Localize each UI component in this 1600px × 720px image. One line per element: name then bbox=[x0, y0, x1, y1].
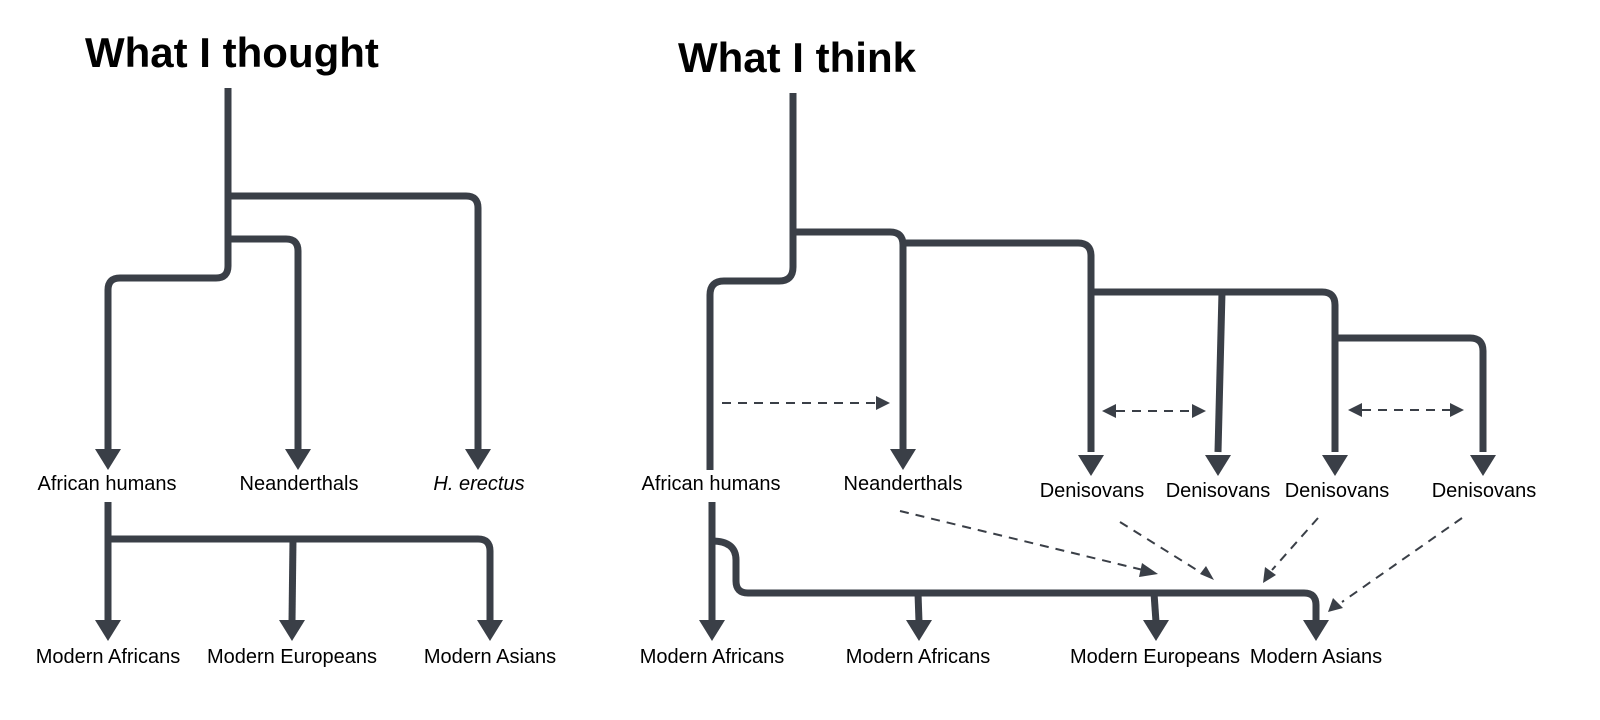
left-lower-branch-asians bbox=[108, 535, 494, 622]
introgression-arrowhead-denisovans-1 bbox=[1200, 566, 1214, 580]
introgression-denisovans-3 bbox=[1271, 517, 1319, 571]
right-arrowhead-denisovans-3 bbox=[1322, 455, 1348, 476]
gene-flow-arrowhead-african-to-neanderthal bbox=[876, 396, 890, 410]
right-branch-denisovans-2-4 bbox=[1091, 288, 1339, 452]
left-label-neanderthals: Neanderthals bbox=[240, 473, 359, 495]
gene-flow-arrowhead-denisovans-2-right bbox=[1192, 404, 1206, 418]
right-arrowhead-denisovans-2 bbox=[1205, 455, 1231, 476]
right-label-modern-asians: Modern Asians bbox=[1250, 646, 1382, 668]
right-lower-branch-modern-europeans bbox=[1150, 592, 1160, 623]
introgression-arrowhead-denisovans-4 bbox=[1328, 598, 1343, 612]
left-arrowhead-african-humans bbox=[95, 449, 121, 470]
introgression-denisovans-4 bbox=[1341, 517, 1463, 603]
right-arrowhead-denisovans-1 bbox=[1078, 455, 1104, 476]
left-branch-h-erectus bbox=[228, 192, 482, 452]
right-label-denisovans-3: Denisovans bbox=[1285, 480, 1390, 502]
left-label-african-humans: African humans bbox=[38, 473, 177, 495]
right-label-modern-africans-1: Modern Africans bbox=[640, 646, 785, 668]
right-label-denisovans-1: Denisovans bbox=[1040, 480, 1145, 502]
right-label-african-humans: African humans bbox=[642, 473, 781, 495]
right-label-neanderthals: Neanderthals bbox=[844, 473, 963, 495]
right-arrowhead-denisovans-4 bbox=[1470, 455, 1496, 476]
left-branch-african-humans bbox=[104, 239, 232, 452]
introgression-neanderthals bbox=[899, 510, 1144, 571]
left-arrowhead-modern-europeans bbox=[279, 620, 305, 641]
left-arrowhead-h-erectus bbox=[465, 449, 491, 470]
left-panel: What I thought African humans Neandertha… bbox=[36, 29, 556, 668]
left-lower-branch-europeans bbox=[288, 538, 297, 623]
right-branch-denisovan-root bbox=[903, 239, 1095, 452]
right-arrowhead-modern-africans-1 bbox=[699, 620, 725, 641]
gene-flow-arrowhead-denisovans-3-left bbox=[1348, 403, 1362, 417]
right-branch-denisovans-4 bbox=[1335, 334, 1487, 452]
right-arrowhead-modern-europeans bbox=[1143, 620, 1169, 641]
introgression-arrowhead-neanderthals bbox=[1139, 563, 1158, 577]
left-branch-neanderthals bbox=[224, 196, 302, 452]
left-label-modern-asians: Modern Asians bbox=[424, 646, 556, 668]
right-arrowhead-modern-asians bbox=[1303, 620, 1329, 641]
right-label-denisovans-4: Denisovans bbox=[1432, 480, 1537, 502]
right-branch-neanderthals bbox=[793, 228, 907, 452]
right-lower-branch-modern-africans-2 bbox=[914, 592, 923, 623]
right-label-denisovans-2: Denisovans bbox=[1166, 480, 1271, 502]
right-branch-denisovans-2 bbox=[1214, 291, 1226, 453]
right-arrowhead-neanderthals bbox=[890, 449, 916, 470]
left-arrowhead-neanderthals bbox=[285, 449, 311, 470]
right-label-modern-europeans: Modern Europeans bbox=[1070, 646, 1240, 668]
left-arrowhead-modern-africans bbox=[95, 620, 121, 641]
right-arrowhead-modern-africans-2 bbox=[906, 620, 932, 641]
left-label-modern-europeans: Modern Europeans bbox=[207, 646, 377, 668]
left-label-modern-africans: Modern Africans bbox=[36, 646, 181, 668]
right-panel-title: What I think bbox=[678, 34, 917, 81]
left-label-h-erectus: H. erectus bbox=[433, 473, 524, 495]
left-arrowhead-modern-asians bbox=[477, 620, 503, 641]
right-panel: What I think African humans Neanderthals… bbox=[640, 34, 1537, 668]
left-panel-title: What I thought bbox=[85, 29, 379, 76]
introgression-arrowhead-denisovans-3 bbox=[1263, 567, 1276, 583]
right-lower-out-of-africa bbox=[711, 537, 1320, 622]
right-label-modern-africans-2: Modern Africans bbox=[846, 646, 991, 668]
gene-flow-arrowhead-denisovans-4-right bbox=[1450, 403, 1464, 417]
introgression-denisovans-1 bbox=[1119, 521, 1201, 573]
gene-flow-arrowhead-denisovans-1-left bbox=[1102, 404, 1116, 418]
right-branch-african-humans bbox=[706, 232, 797, 470]
